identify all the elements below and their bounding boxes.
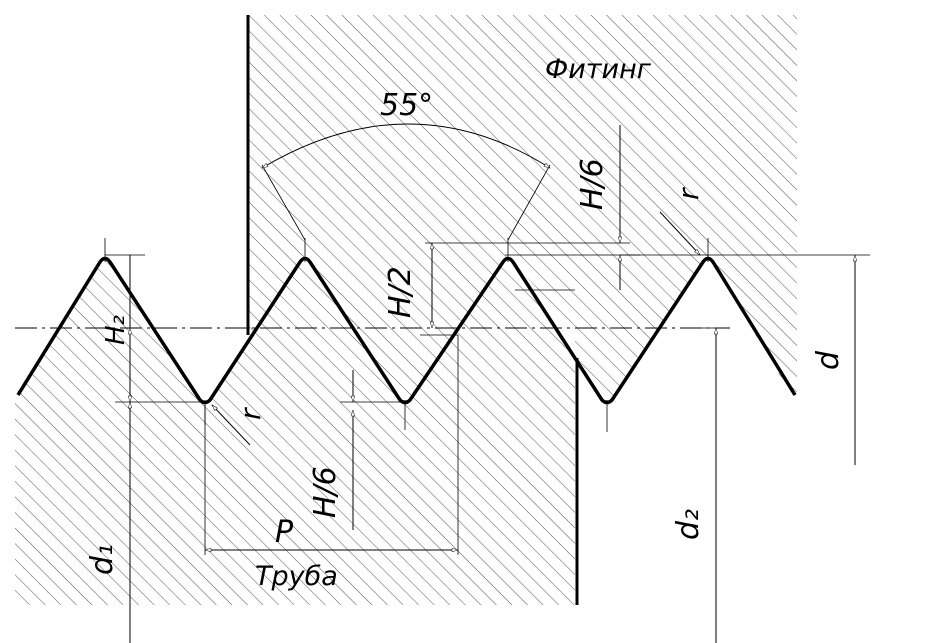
pipe-section	[15, 258, 575, 605]
pitch-label: P	[275, 515, 294, 550]
h-sixth-bottom-label: H/6	[308, 466, 343, 518]
d-label: d	[811, 350, 846, 370]
fitting-section	[248, 15, 797, 403]
pipe-label: Труба	[255, 561, 338, 592]
dimension-lines	[127, 125, 858, 643]
angle-arc	[261, 123, 551, 169]
r-top-label: r	[672, 187, 705, 200]
d2-label: d₂	[671, 509, 706, 540]
h-half-label: H/2	[383, 266, 418, 318]
h-sixth-top-label: H/6	[575, 158, 610, 210]
r-bottom-label: r	[234, 407, 267, 420]
d1-label: d₁	[85, 544, 120, 575]
construction-lines	[104, 164, 870, 555]
fitting-label: Фитинг	[545, 54, 652, 85]
h2-label: H₂	[101, 315, 131, 345]
angle-label: 55°	[380, 88, 433, 123]
